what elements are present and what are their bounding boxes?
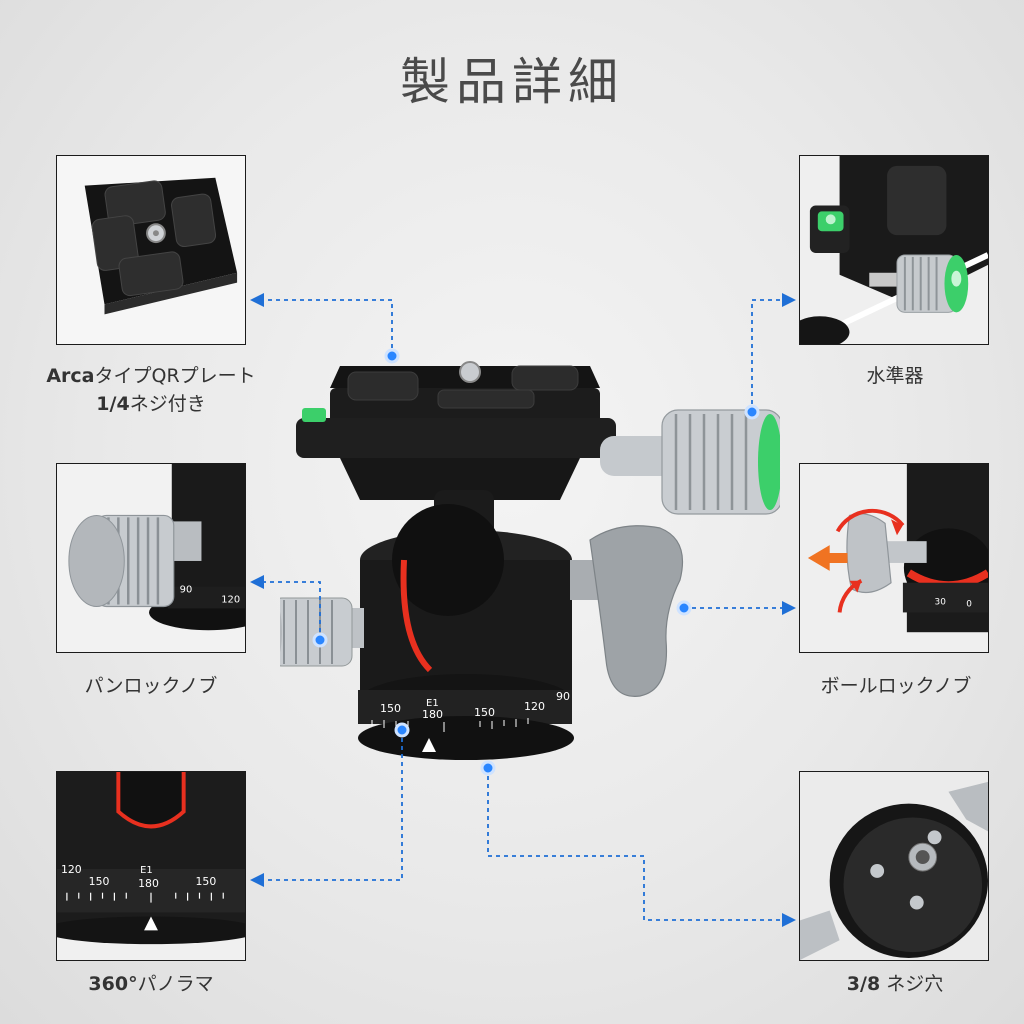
pull-arrow-icon xyxy=(807,545,848,571)
pan-side-mark-90: 90 xyxy=(180,585,193,596)
page-title: 製品詳細 xyxy=(400,53,624,111)
caption-screw-hole: 3/8 ネジ穴 xyxy=(846,973,944,995)
panel-pan-lock-knob: 90 120 xyxy=(56,463,246,653)
dial-mark-150a: 150 xyxy=(380,702,401,715)
panel-screw-hole xyxy=(799,771,989,961)
panel-panorama: 120 150 E1 180 150 xyxy=(56,771,246,961)
panel-spirit-level xyxy=(799,155,989,345)
dial-mark-120: 120 xyxy=(524,700,545,713)
index-triangle-icon xyxy=(144,916,158,931)
pan-zoom-mark-150b: 150 xyxy=(196,875,217,888)
ball-knob-wing xyxy=(846,513,892,594)
ball-head-product: 150 E1 180 150 120 90 xyxy=(280,361,780,760)
caption-pan-lock-knob: パンロックノブ xyxy=(84,675,218,697)
qr-plate-image xyxy=(57,156,245,344)
panorama-dial-image: 120 150 E1 180 150 xyxy=(57,772,245,960)
dial-mark-150b: 150 xyxy=(474,706,495,719)
connector-screw-hole xyxy=(487,768,790,921)
caption-qr-plate: ArcaタイプQRプレート 1/4ネジ付き xyxy=(46,365,256,415)
caption-panorama: 360°パノラマ xyxy=(88,973,214,995)
pan-zoom-mark-150a: 150 xyxy=(89,875,110,888)
dial-mark-90: 90 xyxy=(556,690,570,703)
pan-zoom-mark-120: 120 xyxy=(61,863,82,876)
caption-ball-lock-knob: ボールロックノブ xyxy=(820,675,972,697)
screw-hole-image xyxy=(800,772,988,960)
caption-spirit-level: 水準器 xyxy=(866,365,924,387)
spirit-level-image xyxy=(800,156,988,344)
pan-side-mark-120: 120 xyxy=(221,595,240,606)
ball-zoom-mark-30: 30 xyxy=(935,598,947,608)
ball-zoom-mark-0: 0 xyxy=(966,599,972,609)
panel-qr-plate xyxy=(56,155,246,345)
pan-lock-knob-image: 90 120 xyxy=(57,464,245,652)
dial-mark-180: 180 xyxy=(422,708,443,721)
pan-zoom-mark-180: 180 xyxy=(138,877,159,890)
ball-lock-knob-image: 30 0 xyxy=(800,464,988,652)
dial-badge: E1 xyxy=(426,698,439,709)
panel-ball-lock-knob: 30 0 xyxy=(799,463,989,653)
rotation-arrow-icon xyxy=(835,508,905,533)
pan-zoom-badge: E1 xyxy=(140,865,153,876)
